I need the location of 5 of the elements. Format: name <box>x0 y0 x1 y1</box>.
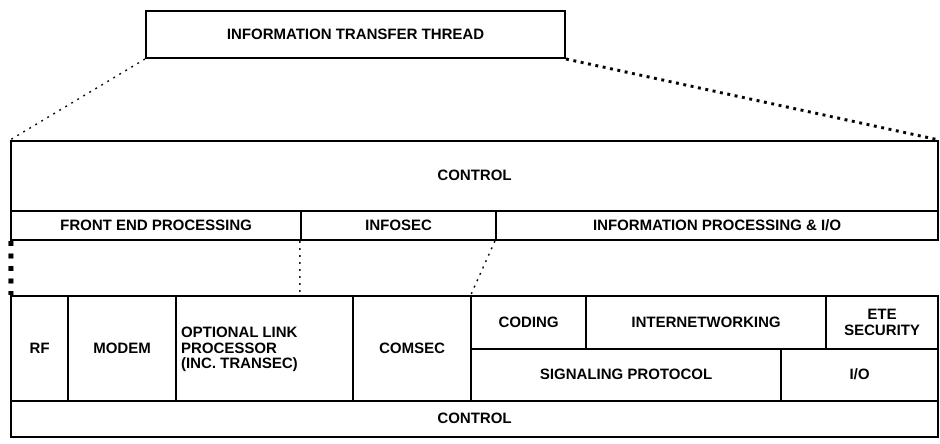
projection-line <box>470 240 496 296</box>
projection-line <box>299 241 301 295</box>
title-block: INFORMATION TRANSFER THREAD <box>145 10 566 59</box>
projection-line <box>10 58 146 141</box>
projection-line <box>8 241 14 295</box>
